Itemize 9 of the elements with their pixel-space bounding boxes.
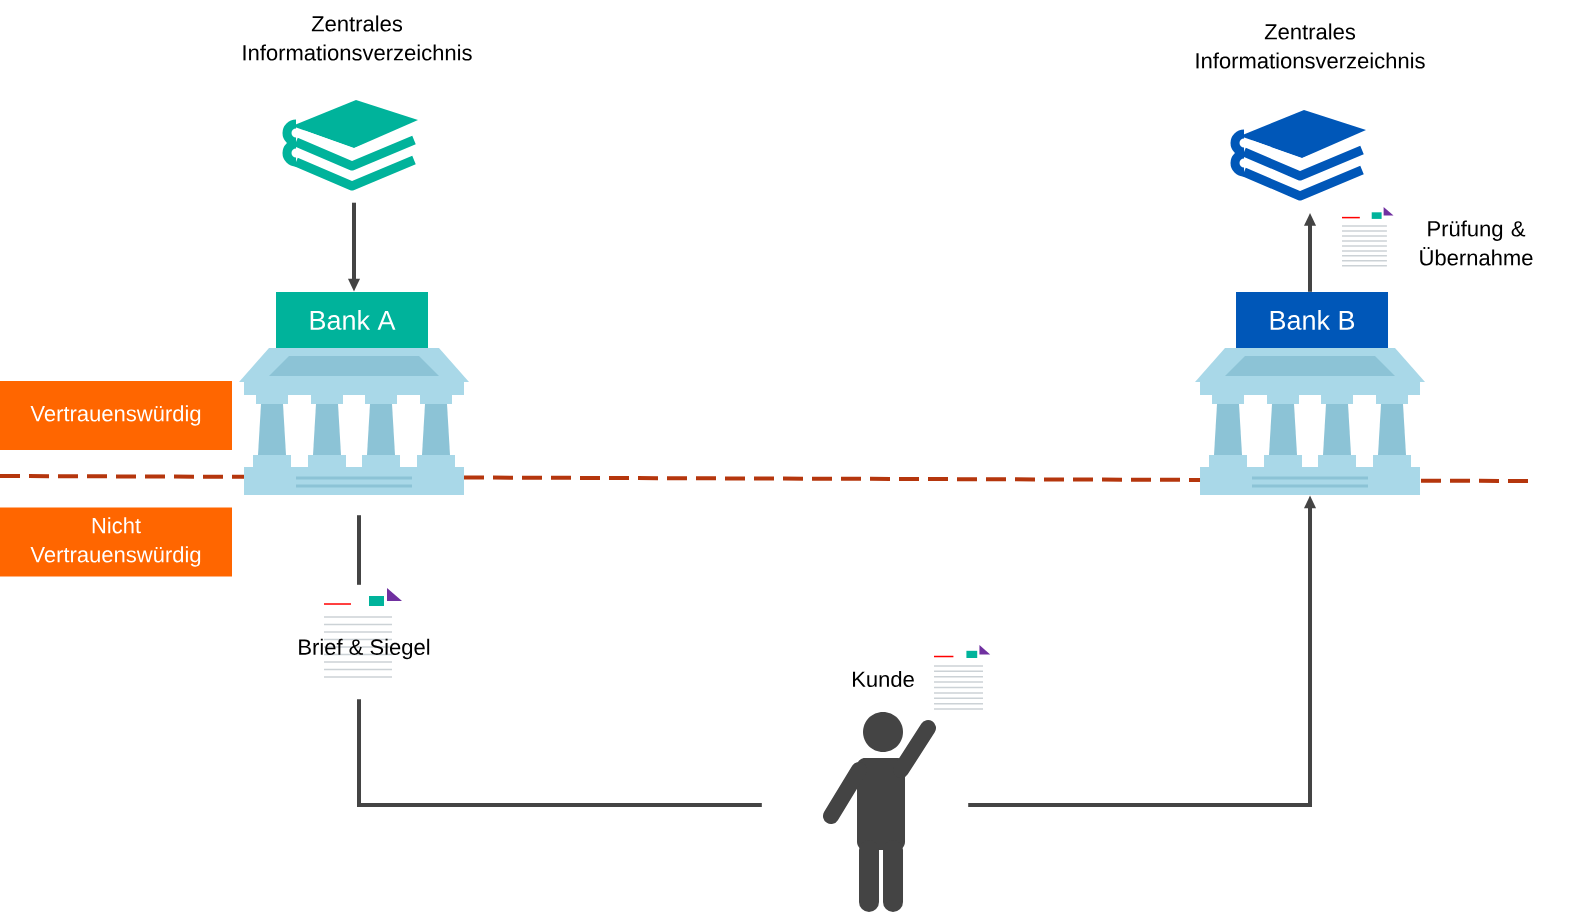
bank-label: Bank A	[276, 292, 428, 348]
zone-label: Vertrauenswürdig	[0, 381, 232, 450]
document-caption: Brief & Siegel	[299, 638, 430, 660]
person-caption: Kunde	[853, 670, 914, 688]
zone-label: Nicht Vertrauenswürdig	[0, 507, 232, 577]
book-label: Zentrales Informationsverzeichnis	[243, 15, 472, 61]
bank-label: Bank B	[1236, 292, 1388, 348]
edge-label: Prüfung & Übernahme	[1420, 220, 1533, 266]
book-label: Zentrales Informationsverzeichnis	[1196, 23, 1425, 69]
